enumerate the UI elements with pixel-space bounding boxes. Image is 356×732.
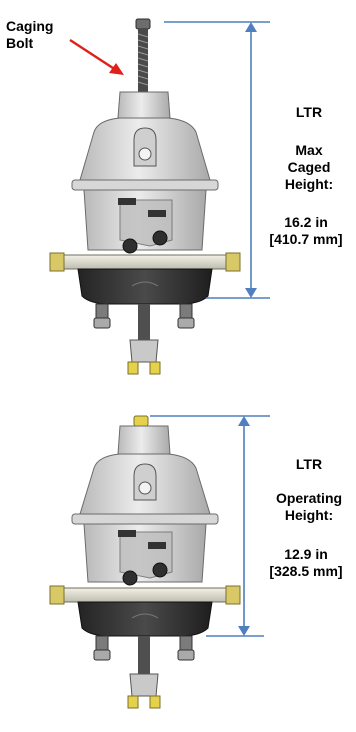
top-model-label: LTR bbox=[295, 104, 323, 120]
caging-bolt-arrow bbox=[69, 38, 124, 75]
operating-height-dimension bbox=[150, 415, 270, 637]
top-value-mm: [410.7 mm] bbox=[269, 231, 343, 247]
caged-brake-chamber bbox=[49, 18, 241, 375]
operating-brake-chamber bbox=[49, 415, 241, 709]
top-measure-label: Max Caged Height: bbox=[266, 142, 352, 193]
bottom-measure-line1: Operating bbox=[275, 490, 343, 506]
caging-bolt-label-line2: Bolt bbox=[6, 35, 34, 51]
caging-bolt bbox=[135, 18, 151, 92]
max-caged-height-dimension bbox=[164, 21, 270, 299]
top-value-in: 16.2 in bbox=[284, 214, 328, 230]
top-measure-line1: Max bbox=[295, 142, 323, 158]
top-measure-line2: Caged bbox=[287, 159, 331, 175]
bottom-model-label: LTR bbox=[295, 456, 323, 472]
bottom-measure-label: Operating Height: bbox=[266, 490, 352, 524]
top-value-label: 16.2 in [410.7 mm] bbox=[260, 214, 352, 248]
caging-bolt-label-line1: Caging bbox=[6, 18, 54, 34]
bottom-value-in: 12.9 in bbox=[284, 546, 328, 562]
bottom-measure-line2: Height: bbox=[284, 507, 334, 523]
bottom-value-mm: [328.5 mm] bbox=[269, 563, 343, 579]
bottom-value-label: 12.9 in [328.5 mm] bbox=[260, 546, 352, 580]
top-measure-line3: Height: bbox=[284, 176, 334, 192]
caging-bolt-label: Caging Bolt bbox=[6, 18, 53, 52]
